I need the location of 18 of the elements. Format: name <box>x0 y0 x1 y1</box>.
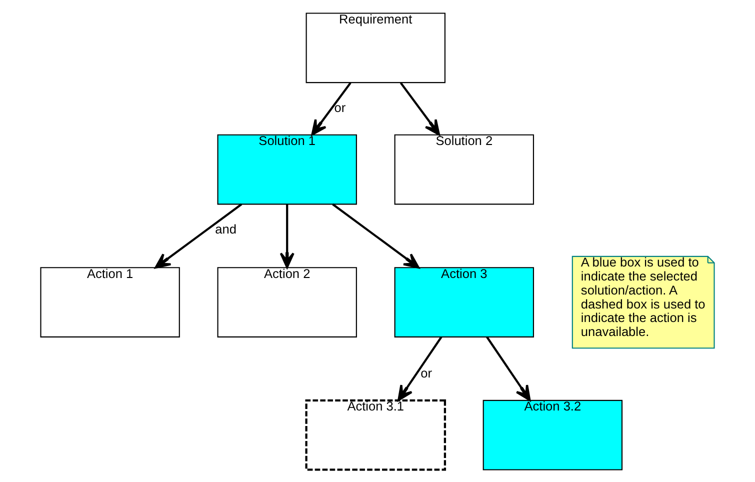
arrow <box>154 202 242 268</box>
arrow <box>332 202 420 268</box>
arrow <box>311 82 352 136</box>
node-box: Solution 1 <box>217 134 357 204</box>
arrow <box>398 336 442 401</box>
edge-label: and <box>215 221 236 236</box>
node-box: Action 2 <box>217 266 357 337</box>
node-box: Action 1 <box>40 266 180 337</box>
arrow <box>400 82 440 136</box>
node-box: Solution 2 <box>394 134 534 204</box>
node-box: Action 3 <box>394 266 534 337</box>
node-box: Requirement <box>306 12 446 83</box>
edge-label: or <box>420 365 432 380</box>
edge-label: or <box>334 100 346 115</box>
arrow <box>486 336 531 401</box>
node-box: Action 3.2 <box>482 399 623 470</box>
node-box: Action 3.1 <box>305 398 446 470</box>
arrow <box>280 204 294 268</box>
